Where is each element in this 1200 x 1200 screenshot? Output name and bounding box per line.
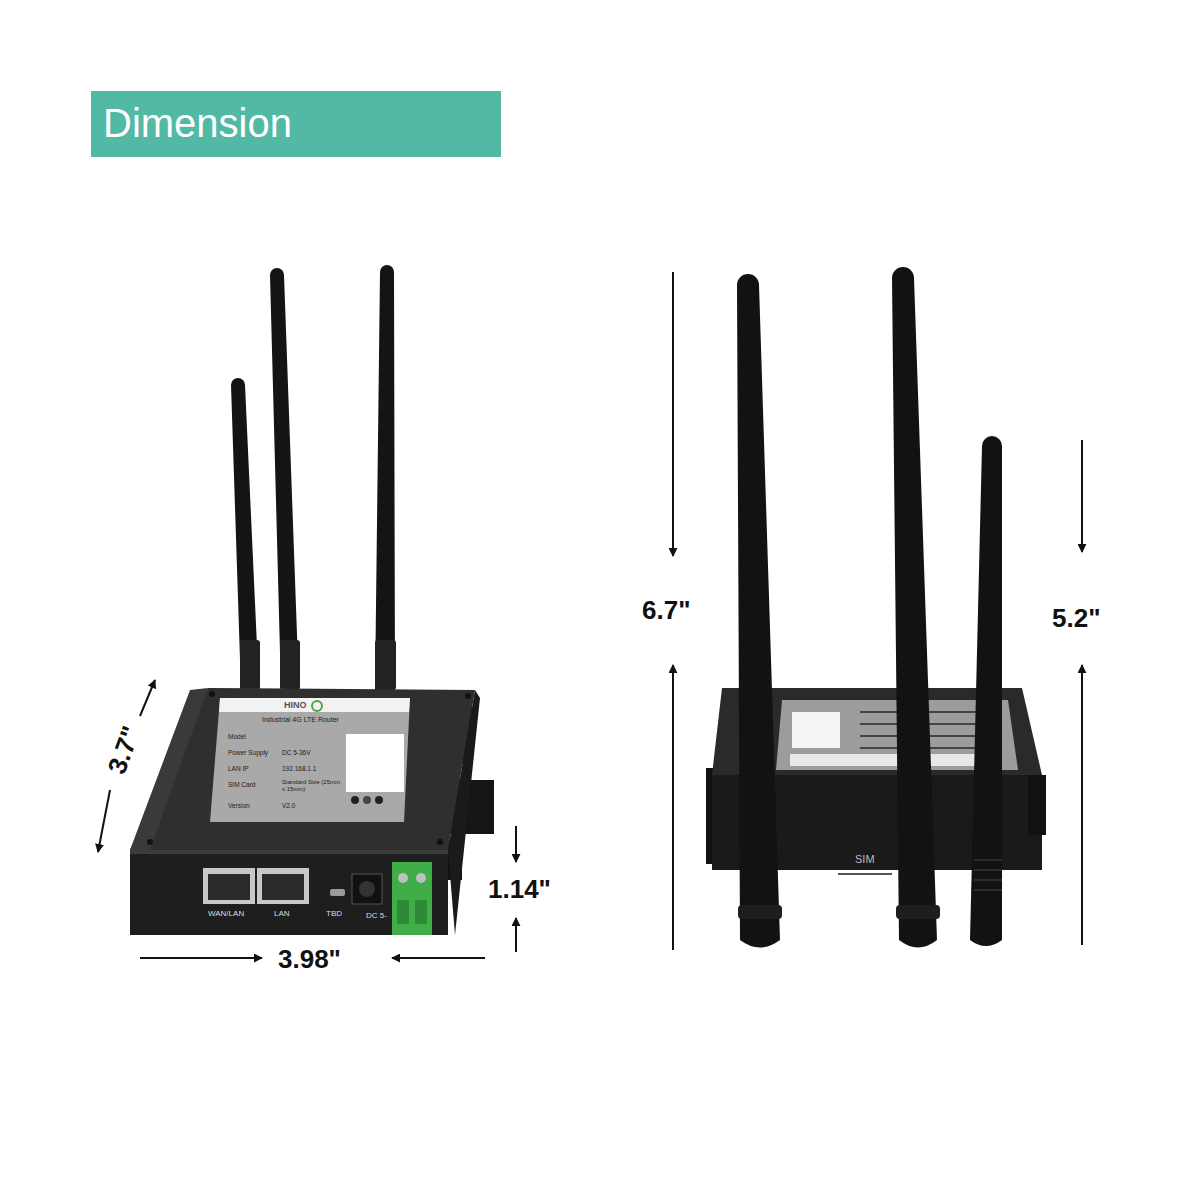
title-banner [91, 91, 501, 157]
dimension-label: 3.7" [102, 722, 145, 777]
port-label: SIM [855, 853, 875, 865]
port-label: WAN/LAN [208, 910, 244, 919]
spec-value: DC 5-36V [282, 749, 311, 756]
router-body-left [130, 688, 494, 935]
spec-value: Standard Size (25mm x 15mm) [282, 779, 342, 792]
spec-key: Model [228, 733, 246, 740]
product-name: Industrial 4G LTE Router [262, 716, 339, 724]
dimension-label: 3.98" [278, 945, 341, 974]
spec-value: 192.168.1.1 [282, 765, 316, 772]
port-label: TBD [326, 910, 342, 919]
title-text: Dimension [103, 101, 292, 145]
spec-value: V2.0 [282, 802, 295, 809]
antenna-left-view [231, 265, 396, 690]
port-label: LAN [274, 910, 290, 919]
spec-key: LAN IP [228, 765, 249, 772]
antenna-right-view [737, 267, 1002, 948]
port-label: DC 5- [366, 912, 387, 921]
spec-key: Power Supply [228, 749, 268, 756]
spec-key: SIM Card [228, 781, 255, 788]
dimension-label: 6.7" [642, 596, 690, 625]
brand-name: HINO [284, 701, 307, 711]
dimension-arrows [98, 272, 1082, 958]
dimension-label: 1.14" [488, 875, 551, 904]
spec-key: Version [228, 802, 250, 809]
dimension-label: 5.2" [1052, 604, 1100, 633]
